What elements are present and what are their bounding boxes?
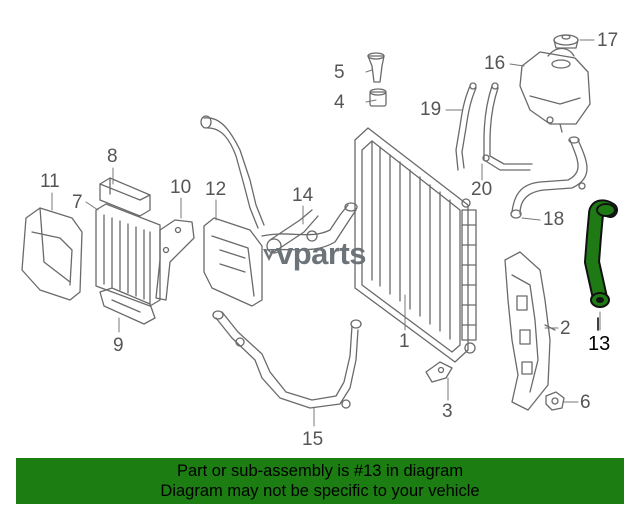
watermark-text: vparts xyxy=(276,236,367,271)
coolant-pipe-top-part xyxy=(200,115,265,229)
side-bracket-part xyxy=(155,219,195,301)
callout-8: 8 xyxy=(107,146,118,167)
upper-hose-part xyxy=(261,202,358,254)
clip-part xyxy=(367,52,385,83)
callout-6: 6 xyxy=(580,392,591,413)
callout-9: 9 xyxy=(113,335,124,356)
lower-pipe-part xyxy=(212,310,362,409)
mount-bracket-part xyxy=(425,361,453,383)
callout-20: 20 xyxy=(471,179,493,200)
callout-16: 16 xyxy=(484,53,506,74)
reservoir-cap-part xyxy=(553,34,579,49)
callout-5: 5 xyxy=(334,62,345,83)
callout-7: 7 xyxy=(72,192,83,213)
callout-14: 14 xyxy=(292,185,314,206)
radiator-core-part xyxy=(354,127,477,363)
callout-17: 17 xyxy=(597,30,619,51)
callout-3: 3 xyxy=(442,401,453,422)
leader-lines xyxy=(51,39,601,427)
fan-shroud-part xyxy=(203,217,263,307)
info-banner: Part or sub-assembly is #13 in diagram D… xyxy=(16,458,624,504)
callout-10: 10 xyxy=(170,177,192,198)
vent-line-part xyxy=(455,82,477,171)
watermark-logo-icon xyxy=(263,249,275,261)
banner-line-part-number: Part or sub-assembly is #13 in diagram xyxy=(176,462,464,480)
radiator-assembly-diagram xyxy=(21,34,618,427)
seal-block-part xyxy=(99,177,151,217)
grommet-part xyxy=(369,88,387,107)
callout-2: 2 xyxy=(560,318,571,339)
callout-1: 1 xyxy=(399,331,410,352)
air-duct-part xyxy=(21,207,83,301)
callout-19: 19 xyxy=(420,99,442,120)
coolant-reservoir-part xyxy=(519,47,591,133)
callout-15: 15 xyxy=(302,429,324,450)
oil-cooler-part xyxy=(95,203,161,307)
callout-13: 13 xyxy=(588,333,611,355)
highlighted-hose-part-13 xyxy=(584,199,618,331)
callout-12: 12 xyxy=(205,179,227,200)
lower-bracket-part xyxy=(99,287,156,325)
callout-18: 18 xyxy=(543,209,565,230)
vent-line-2-part xyxy=(482,82,533,171)
nut-part xyxy=(545,391,565,411)
callout-11: 11 xyxy=(40,171,60,192)
callout-4: 4 xyxy=(334,92,345,113)
air-guide-bracket-part xyxy=(504,251,556,411)
reservoir-hose-part xyxy=(510,136,588,219)
banner-line-disclaimer: Diagram may not be specific to your vehi… xyxy=(160,482,480,500)
